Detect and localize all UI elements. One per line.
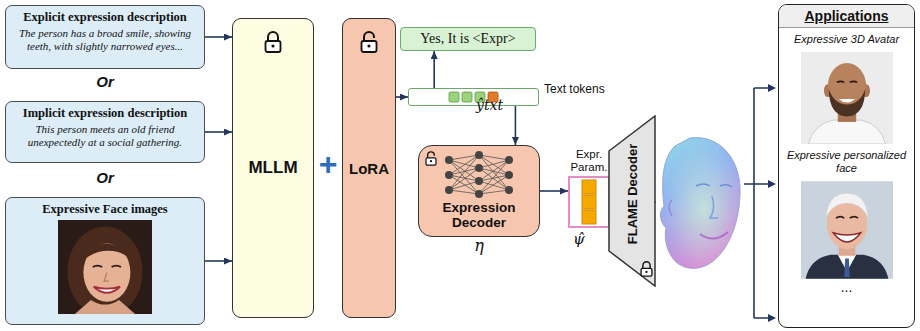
node-label: Yes, It is <Expr> — [420, 31, 515, 47]
input-box: Implicit expression descriptionThis pers… — [5, 101, 205, 163]
box-body: This person meets an old friend unexpect… — [12, 123, 198, 149]
math-symbol: ψ̂ — [573, 230, 585, 248]
node-label: Expr. Param. — [564, 148, 614, 174]
node-label: Text tokens — [544, 82, 605, 96]
neural-net-icon — [439, 150, 519, 200]
unlock-icon — [360, 31, 378, 53]
ellipsis: ... — [841, 281, 853, 293]
unlock-icon — [425, 151, 437, 166]
token-row: Text tokens — [408, 88, 539, 106]
personalized-photo — [801, 181, 893, 279]
flow-arrow — [396, 96, 408, 98]
avatar-photo — [801, 52, 893, 144]
lora-box: LoRA — [342, 18, 396, 318]
node-label: FLAME Decoder — [625, 144, 640, 244]
lock-icon — [264, 31, 282, 53]
box-heading: Explicit expression description — [12, 10, 198, 25]
flow-arrow — [205, 260, 232, 262]
decoder-box: Expression Decoder — [418, 145, 540, 237]
applications-panel: ApplicationsExpressive 3D Avatar Express… — [778, 4, 915, 328]
box-body: The person has a broad smile, showing te… — [12, 27, 198, 53]
param-squares — [580, 178, 598, 226]
node-label: Expressive 3D Avatar — [794, 33, 899, 46]
flow-arrow — [515, 106, 517, 145]
node-label: Expression Decoder — [423, 200, 535, 230]
separator-word: Or — [96, 169, 114, 186]
separator-word: Or — [96, 73, 114, 90]
math-symbol: η — [474, 236, 484, 255]
output-box: Yes, It is <Expr> — [400, 27, 536, 51]
node-label: Expressive personalized face — [783, 149, 910, 175]
flow-arrow — [540, 190, 568, 192]
box-heading: Implicit expression description — [12, 106, 198, 121]
mllm-box: MLLM — [232, 18, 314, 318]
panel-title: Applications — [779, 5, 914, 28]
math-symbol: ŷtxt — [476, 97, 503, 113]
face-photo — [57, 220, 153, 314]
flow-arrow — [205, 131, 232, 133]
node-label: LoRA — [349, 160, 389, 177]
box-heading: Expressive Face images — [42, 202, 167, 217]
flame-decoder: FLAME Decoder — [608, 115, 656, 287]
input-box: Explicit expression descriptionThe perso… — [5, 5, 205, 69]
input-box: Expressive Face images — [5, 197, 205, 325]
param-vector: Expr. Param. — [568, 176, 610, 228]
plus-sign: + — [319, 146, 338, 183]
face-mesh — [660, 138, 740, 269]
output-bracket — [744, 84, 776, 322]
lock-icon — [640, 261, 653, 277]
node-label: MLLM — [248, 158, 297, 178]
flow-arrow — [205, 36, 232, 38]
flow-arrow — [433, 51, 435, 88]
